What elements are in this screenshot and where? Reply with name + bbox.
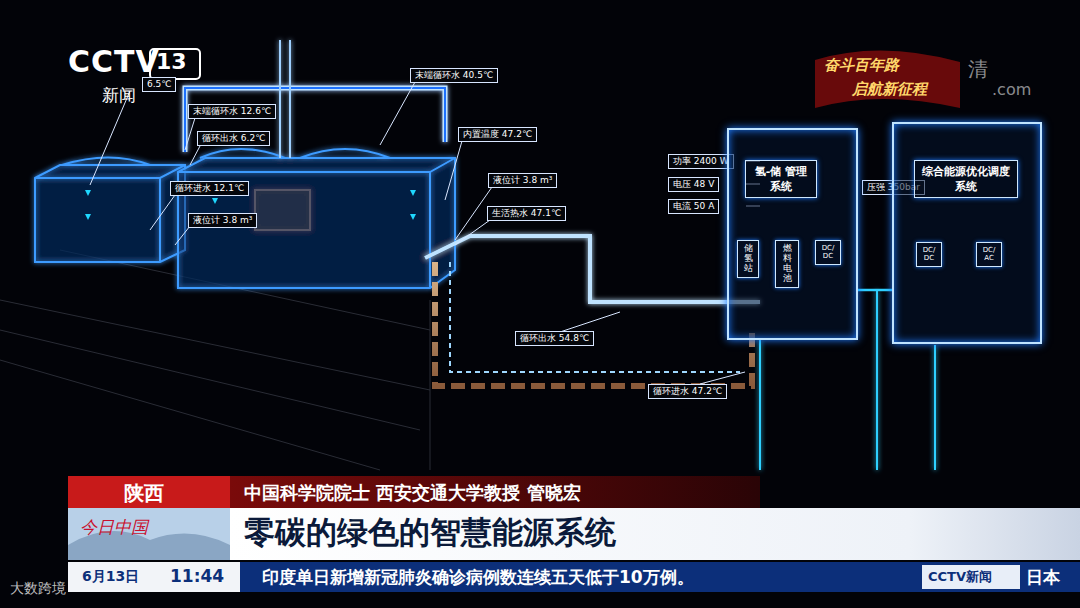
module-box: 储氢站 xyxy=(737,240,759,278)
overlay-text: 今日中国 xyxy=(80,516,148,539)
overlay-text: 日本 xyxy=(1026,566,1060,589)
system-cabinet: 氢-储 管理系统储氢站 燃料电池 DC/DC xyxy=(727,128,858,340)
sensor-callout: 末端循环水 12.6℃ xyxy=(188,104,276,119)
overlay-text: 中国科学院院士 西安交通大学教授 管晓宏 xyxy=(244,481,581,505)
overlay-text: .com xyxy=(992,80,1031,99)
overlay-text: 印度单日新增新冠肺炎确诊病例数连续五天低于10万例。 xyxy=(262,566,694,589)
sensor-callout: 循环出水 6.2℃ xyxy=(197,131,270,146)
sensor-callout: 内置温度 47.2℃ xyxy=(458,127,537,142)
sensor-callout: 末端循环水 40.5℃ xyxy=(410,68,498,83)
sensor-callout: 循环进水 12.1℃ xyxy=(170,181,249,196)
module-label: DC/AC xyxy=(981,246,998,263)
overlay-text: CCTV新闻 xyxy=(928,568,992,586)
overlay-text: 清 xyxy=(968,56,988,83)
overlay-text: CCTV xyxy=(68,44,160,79)
cabinet-title: 氢-储 管理系统 xyxy=(745,160,817,198)
sensor-callout: 生活热水 47.1℃ xyxy=(487,206,566,221)
overlay-text: 启航新征程 xyxy=(852,80,927,99)
module-box: 燃料电池 xyxy=(775,240,799,288)
power-line xyxy=(858,289,892,292)
sensor-callout: 功率 2400 W xyxy=(668,154,734,169)
overlay-text: 大数跨境 xyxy=(10,580,66,598)
overlay-text: 新闻 xyxy=(102,84,136,107)
module-label: DC/DC xyxy=(921,246,938,263)
sensor-callout: 液位计 3.8 m³ xyxy=(488,173,557,188)
module-label: 储氢站 xyxy=(744,244,753,274)
module-box: DC/DC xyxy=(815,240,841,265)
overlay-text: 11:44 xyxy=(170,566,224,586)
system-cabinet: 综合能源优化调度系统 DC/DC DC/AC xyxy=(892,122,1042,344)
sensor-callout: 6.5℃ xyxy=(142,77,176,92)
cabinet-title: 综合能源优化调度系统 xyxy=(914,160,1018,198)
sensor-callout: 循环进水 47.2℃ xyxy=(648,384,727,399)
sensor-callout: 液位计 3.8 m³ xyxy=(188,213,257,228)
overlay-text: 奋斗百年路 xyxy=(824,56,899,75)
overlay-text: 13 xyxy=(156,49,187,74)
overlay-text: 6月13日 xyxy=(82,568,139,586)
module-box: DC/AC xyxy=(976,242,1002,267)
module-box: DC/DC xyxy=(916,242,942,267)
sensor-callout: 循环出水 54.8℃ xyxy=(515,331,594,346)
overlay-text: 陕西 xyxy=(124,480,164,507)
module-label: DC/DC xyxy=(820,244,837,261)
module-label: 燃料电池 xyxy=(783,244,792,284)
caption-text: 零碳的绿色的智慧能源系统 xyxy=(244,512,616,554)
sensor-callout: 电流 50 A xyxy=(668,199,719,214)
sensor-callout: 电压 48 V xyxy=(668,177,719,192)
